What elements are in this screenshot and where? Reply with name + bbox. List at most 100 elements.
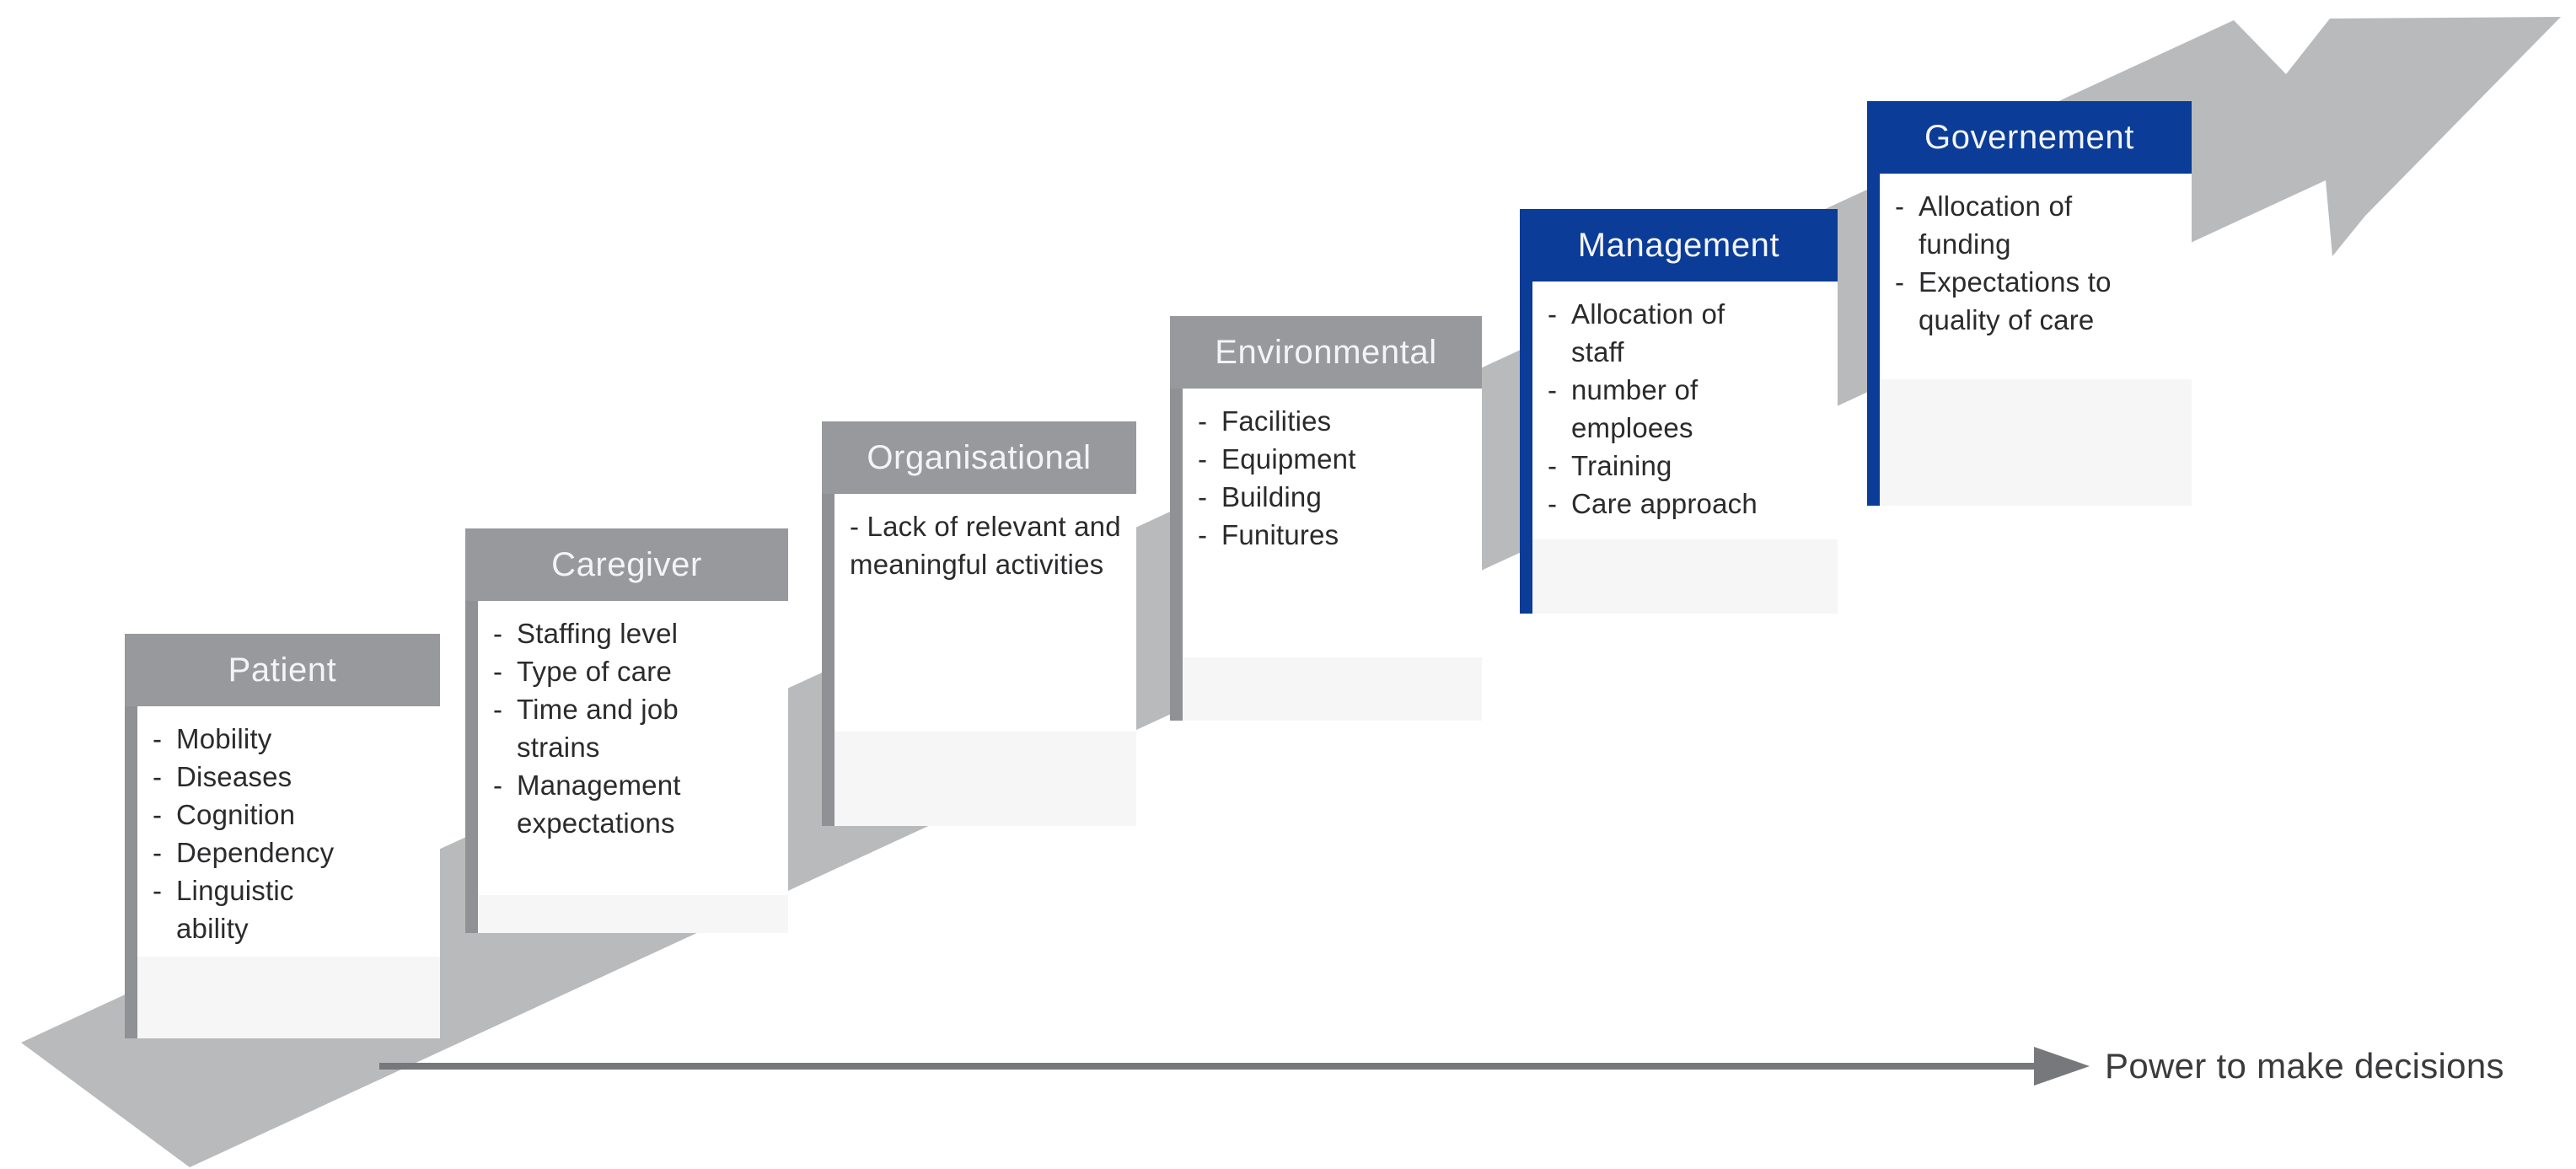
card-header: Environmental (1170, 316, 1482, 389)
card-pole (1867, 101, 1880, 506)
category-card-governement: -Allocation of funding-Expectations to q… (1867, 101, 2192, 514)
card-body: -Mobility-Diseases-Cognition-Dependency-… (137, 706, 440, 957)
card-header: Patient (125, 634, 440, 706)
item-text: Staffing level (517, 618, 679, 649)
card-item-list: - Lack of relevant and meaningful activi… (850, 507, 1131, 583)
card-item-list: -Allocation of funding-Expectations to q… (1895, 187, 2187, 339)
card-title: Organisational (867, 438, 1092, 476)
item-text: Linguistic ability (176, 875, 294, 944)
card-item: -Care approach (1548, 485, 1833, 523)
item-text: Allocation of staff (1571, 298, 1725, 367)
card-item-list: -Facilities-Equipment-Building-Funitures (1198, 402, 1477, 554)
item-text: Management expectations (517, 770, 681, 839)
card-pole (822, 421, 835, 826)
category-card-organisational: - Lack of relevant and meaningful activi… (822, 421, 1136, 834)
power-axis-arrowhead-icon (2034, 1047, 2090, 1086)
item-dash: - (153, 799, 163, 830)
item-dash: - (153, 837, 163, 868)
item-dash: - (1198, 443, 1208, 475)
card-pole (1170, 316, 1183, 721)
item-dash: - (493, 694, 503, 725)
item-dash: - (1895, 266, 1905, 298)
card-pole (1520, 209, 1532, 614)
card-header: Organisational (822, 421, 1136, 494)
item-dash: - (153, 723, 163, 754)
card-item: -Diseases (153, 758, 435, 796)
card-title: Management (1577, 226, 1780, 264)
item-dash: - (493, 656, 503, 687)
item-text: Cognition (176, 799, 296, 830)
card-title: Governement (1924, 118, 2134, 156)
card-platform (1170, 657, 1482, 721)
card-pole (125, 634, 137, 1038)
card-item: -Staffing level (493, 614, 783, 652)
item-text: Type of care (517, 656, 672, 687)
card-item: -Funitures (1198, 516, 1477, 554)
category-card-environmental: -Facilities-Equipment-Building-Funitures… (1170, 316, 1482, 729)
card-platform (822, 732, 1136, 826)
card-item: -Equipment (1198, 440, 1477, 478)
card-item-list: -Allocation of staff-number of emploees-… (1548, 295, 1833, 523)
card-item: -Allocation of funding (1895, 187, 2187, 263)
item-text: Training (1571, 450, 1672, 481)
card-platform (1867, 379, 2192, 506)
card-pole (465, 528, 478, 933)
item-dash: - (1548, 488, 1558, 519)
card-title: Patient (228, 651, 337, 689)
card-platform (465, 895, 788, 933)
card-item: -Allocation of staff (1548, 295, 1833, 371)
power-axis-line (379, 1063, 2034, 1070)
item-text: Time and job strains (517, 694, 679, 763)
item-text: Equipment (1221, 443, 1356, 475)
card-header: Governement (1867, 101, 2192, 174)
card-item: -Dependency (153, 834, 435, 871)
card-item: -Building (1198, 478, 1477, 516)
card-item: -Facilities (1198, 402, 1477, 440)
card-item-list: -Mobility-Diseases-Cognition-Dependency-… (153, 720, 435, 947)
card-body: - Lack of relevant and meaningful activi… (835, 494, 1136, 732)
card-title: Environmental (1215, 333, 1437, 371)
item-dash: - (1198, 481, 1208, 512)
item-text: number of emploees (1571, 374, 1699, 443)
item-dash: - (1548, 374, 1558, 405)
card-item: -Mobility (153, 720, 435, 758)
item-dash: - (1895, 190, 1905, 222)
card-body: -Allocation of funding-Expectations to q… (1880, 174, 2192, 379)
item-dash: - (493, 770, 503, 801)
card-item: -Type of care (493, 652, 783, 690)
item-dash: - (493, 618, 503, 649)
category-card-patient: -Mobility-Diseases-Cognition-Dependency-… (125, 634, 440, 1047)
card-item: -Cognition (153, 796, 435, 834)
item-dash: - (1548, 298, 1558, 330)
item-text: Facilities (1221, 405, 1332, 437)
card-item-list: -Staffing level-Type of care-Time and jo… (493, 614, 783, 842)
item-dash: - (1548, 450, 1558, 481)
item-dash: - (153, 875, 163, 906)
item-text: Building (1221, 481, 1323, 512)
power-axis-label: Power to make decisions (2105, 1046, 2504, 1086)
card-item: -Linguistic ability (153, 871, 435, 947)
card-item: -number of emploees (1548, 371, 1833, 447)
item-text: Funitures (1221, 519, 1339, 550)
card-header: Management (1520, 209, 1838, 282)
card-item: -Training (1548, 447, 1833, 485)
card-item: -Expectations to quality of care (1895, 263, 2187, 339)
item-dash: - (1198, 405, 1208, 437)
card-header: Caregiver (465, 528, 788, 601)
item-text: Diseases (176, 761, 292, 792)
card-body: -Allocation of staff-number of emploees-… (1532, 282, 1838, 539)
card-platform (125, 957, 440, 1038)
item-text: Care approach (1571, 488, 1758, 519)
category-card-management: -Allocation of staff-number of emploees-… (1520, 209, 1838, 622)
card-body: -Facilities-Equipment-Building-Funitures (1183, 389, 1482, 657)
item-dash: - (153, 761, 163, 792)
item-dash: - (1198, 519, 1208, 550)
card-item: -Management expectations (493, 766, 783, 842)
card-platform (1520, 539, 1838, 614)
card-item: -Time and job strains (493, 690, 783, 766)
card-item: - Lack of relevant and meaningful activi… (850, 511, 1121, 580)
item-text: Expectations to quality of care (1919, 266, 2112, 335)
card-title: Caregiver (551, 545, 702, 583)
item-text: Mobility (176, 723, 272, 754)
category-card-caregiver: -Staffing level-Type of care-Time and jo… (465, 528, 788, 941)
